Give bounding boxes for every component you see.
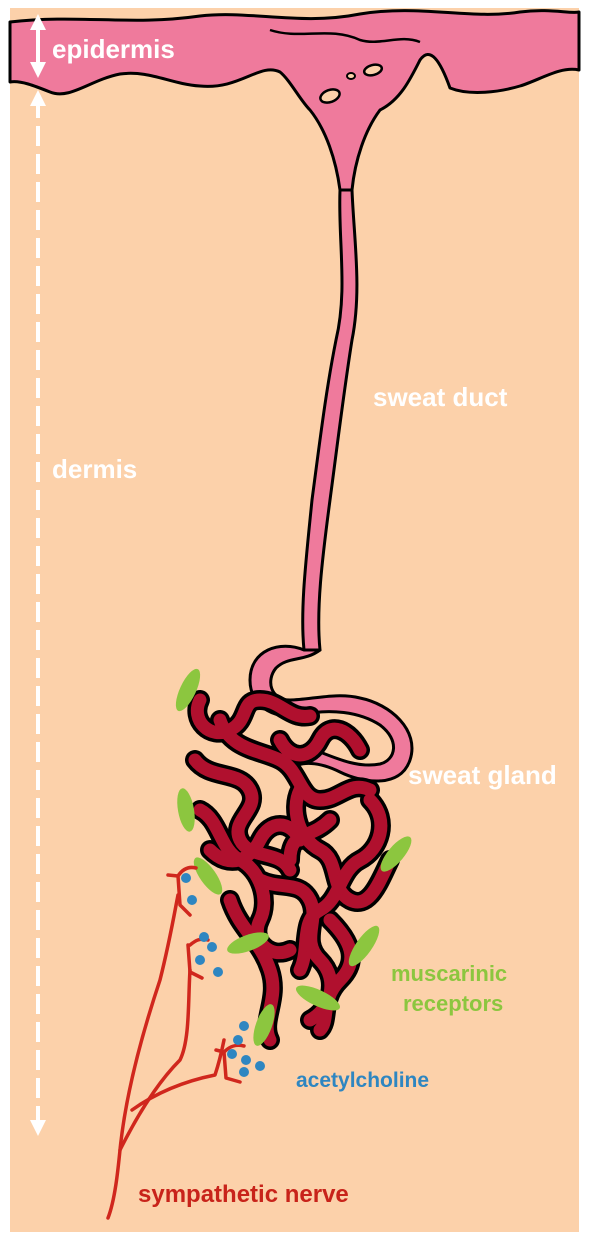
label-sweat-gland: sweat gland [408,760,557,790]
label-muscarinic: muscarinic [391,961,507,986]
label-epidermis: epidermis [52,34,175,64]
ach-dot [239,1067,249,1077]
label-receptors: receptors [403,991,503,1016]
ach-dot [199,932,209,942]
ach-dot [181,873,191,883]
ach-dot [227,1049,237,1059]
epidermis-cell-3 [347,73,355,79]
label-acetylcholine: acetylcholine [296,1069,429,1092]
dermis-layer [10,8,579,1232]
ach-dot [255,1061,265,1071]
ach-dot [195,955,205,965]
ach-dot [213,967,223,977]
label-sweat-duct: sweat duct [373,382,508,412]
label-dermis: dermis [52,454,137,484]
ach-dot [207,942,217,952]
ach-dot [187,895,197,905]
ach-dot [239,1021,249,1031]
ach-dot [233,1035,243,1045]
label-sympathetic-nerve: sympathetic nerve [138,1181,349,1208]
ach-dot [241,1055,251,1065]
